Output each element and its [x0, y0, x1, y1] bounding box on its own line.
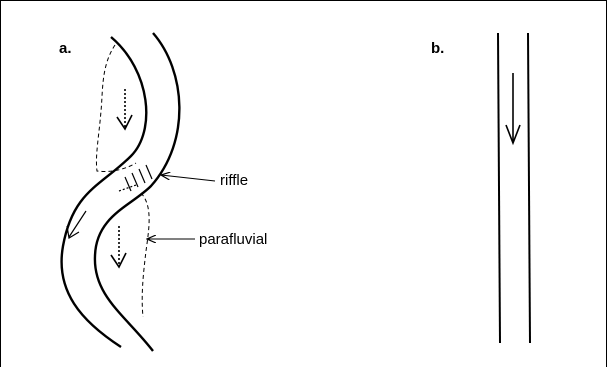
panel-b-label: b. — [431, 40, 444, 57]
parafluvial-zone-upper — [96, 45, 136, 172]
parafluvial-zone-lower — [141, 193, 149, 317]
channel-bank-right — [528, 33, 530, 343]
panel-a-label: a. — [59, 40, 72, 57]
stream-bank-left — [62, 37, 147, 347]
parafluvial-label: parafluvial — [199, 231, 267, 248]
panel-b: b. — [431, 33, 530, 343]
channel-bank-left — [498, 33, 500, 343]
panel-a: a. riffle — [59, 33, 267, 351]
riffle-label: riffle — [220, 172, 248, 189]
riffle-pointer — [161, 175, 215, 181]
stream-bank-right — [95, 33, 179, 351]
